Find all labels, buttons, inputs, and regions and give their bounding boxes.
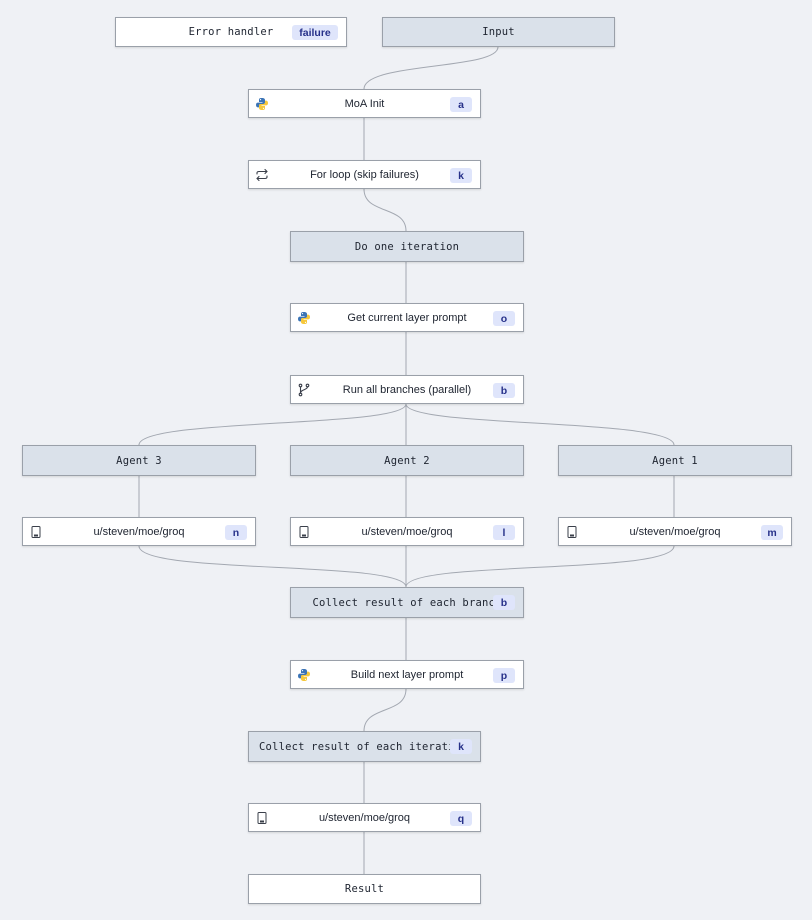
node-label: Agent 2: [384, 454, 430, 467]
edge-groq-m-collect-branch: [405, 545, 675, 588]
python-icon: [297, 311, 311, 325]
agent-1-node[interactable]: Agent 1: [558, 445, 792, 476]
node-label: u/steven/moe/groq: [361, 525, 453, 538]
node-id-badge: b: [493, 595, 515, 610]
node-id-badge: k: [450, 168, 472, 183]
node-id-badge: p: [493, 668, 515, 683]
node-id-badge: failure: [292, 25, 338, 40]
node-id-badge: k: [450, 739, 472, 754]
node-label: u/steven/moe/groq: [629, 525, 721, 538]
python-icon: [297, 668, 311, 682]
node-label: u/steven/moe/groq: [93, 525, 185, 538]
edge-input-moa-init: [363, 46, 499, 90]
get-current-layer-prompt-node[interactable]: Get current layer prompt o: [290, 303, 524, 332]
node-label: Result: [344, 883, 385, 895]
node-id-badge: l: [493, 525, 515, 540]
collect-branch-node[interactable]: Collect result of each branch b: [290, 587, 524, 618]
agent-3-node[interactable]: Agent 3: [22, 445, 256, 476]
input-node[interactable]: Input: [382, 17, 615, 47]
node-label: Agent 1: [652, 454, 698, 467]
error-handler-node[interactable]: Error handler failure: [115, 17, 347, 47]
node-id-badge: b: [493, 383, 515, 398]
groq-script-node-l[interactable]: u/steven/moe/groq l: [290, 517, 524, 546]
node-label: u/steven/moe/groq: [318, 811, 411, 824]
node-id-badge: o: [493, 311, 515, 326]
edge-build-prompt-collect-iteration: [363, 688, 407, 732]
node-label: Build next layer prompt: [350, 668, 464, 681]
script-icon: [29, 525, 43, 539]
agent-2-node[interactable]: Agent 2: [290, 445, 524, 476]
moa-init-node[interactable]: MoA Init a: [248, 89, 481, 118]
groq-script-node-q[interactable]: u/steven/moe/groq q: [248, 803, 481, 832]
edge-groq-n-collect-branch: [138, 545, 407, 588]
node-id-badge: m: [761, 525, 783, 540]
node-label: Run all branches (parallel): [342, 383, 472, 396]
node-label: Agent 3: [116, 454, 162, 467]
run-all-branches-node[interactable]: Run all branches (parallel) b: [290, 375, 524, 404]
result-node[interactable]: Result: [248, 874, 481, 904]
for-loop-node[interactable]: For loop (skip failures) k: [248, 160, 481, 189]
script-icon: [565, 525, 579, 539]
node-id-badge: n: [225, 525, 247, 540]
node-label: Input: [482, 26, 515, 38]
branch-icon: [297, 383, 311, 397]
node-label: For loop (skip failures): [310, 168, 419, 181]
edge-run-branches-agent1: [405, 403, 675, 446]
groq-script-node-n[interactable]: u/steven/moe/groq n: [22, 517, 256, 546]
node-id-badge: a: [450, 97, 472, 112]
python-icon: [255, 97, 269, 111]
script-icon: [255, 811, 269, 825]
node-label: Get current layer prompt: [347, 311, 467, 324]
collect-iteration-node[interactable]: Collect result of each iteratio k: [248, 731, 481, 762]
groq-script-node-m[interactable]: u/steven/moe/groq m: [558, 517, 792, 546]
node-id-badge: q: [450, 811, 472, 826]
node-label: Do one iteration: [354, 240, 460, 253]
do-one-iteration-node[interactable]: Do one iteration: [290, 231, 524, 262]
build-next-layer-prompt-node[interactable]: Build next layer prompt p: [290, 660, 524, 689]
node-label: Collect result of each branch: [312, 596, 502, 609]
node-label: MoA Init: [344, 97, 385, 110]
edge-run-branches-agent3: [138, 403, 407, 446]
script-icon: [297, 525, 311, 539]
loop-arrows-icon: [255, 168, 269, 182]
node-label: Error handler: [188, 26, 274, 38]
edge-for-loop-iteration: [363, 188, 407, 232]
node-label: Collect result of each iteratio: [259, 740, 462, 753]
